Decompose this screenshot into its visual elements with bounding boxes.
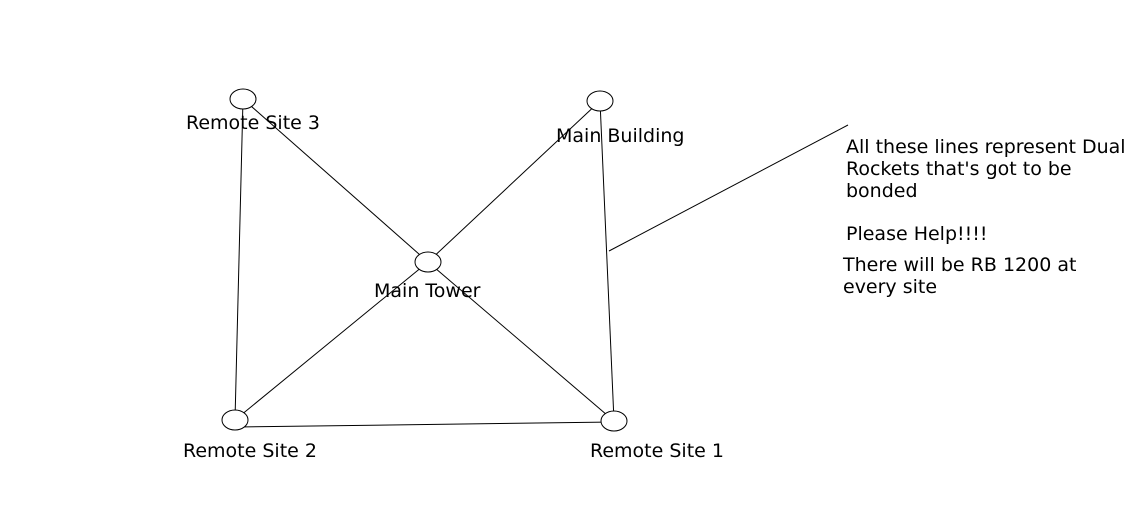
remote-site-3-node [229, 88, 257, 110]
remote-site-2-label: Remote Site 2 [183, 440, 317, 462]
edge-remote-site-3-to-remote-site-2 [234, 98, 244, 421]
edge-main-tower-to-remote-site-1 [427, 261, 615, 422]
main-building-node [586, 90, 614, 112]
main-tower-label: Main Tower [374, 280, 481, 302]
remote-site-3-label: Remote Site 3 [186, 112, 320, 134]
remote-site-1-node [600, 410, 628, 432]
main-tower-node [414, 251, 442, 273]
edge-main-tower-to-remote-site-2 [234, 261, 429, 421]
edge-remote-site-3-to-main-tower [242, 98, 429, 263]
remote-site-2-node [221, 409, 249, 431]
remote-site-1-label: Remote Site 1 [590, 440, 724, 462]
annotation-rb1200-note: There will be RB 1200 at every site [843, 254, 1077, 298]
edge-remote-site-2-to-remote-site-1 [237, 421, 615, 428]
annotation-help-note: Please Help!!!! [846, 223, 988, 245]
main-building-label: Main Building [556, 125, 685, 147]
edge-main-building-to-main-tower [427, 100, 601, 263]
annotation-bonded-note: All these lines represent Dual Rockets t… [846, 136, 1126, 202]
edge-main-building-to-remote-site-1 [599, 100, 615, 422]
annotation-pointer-line [608, 124, 849, 252]
